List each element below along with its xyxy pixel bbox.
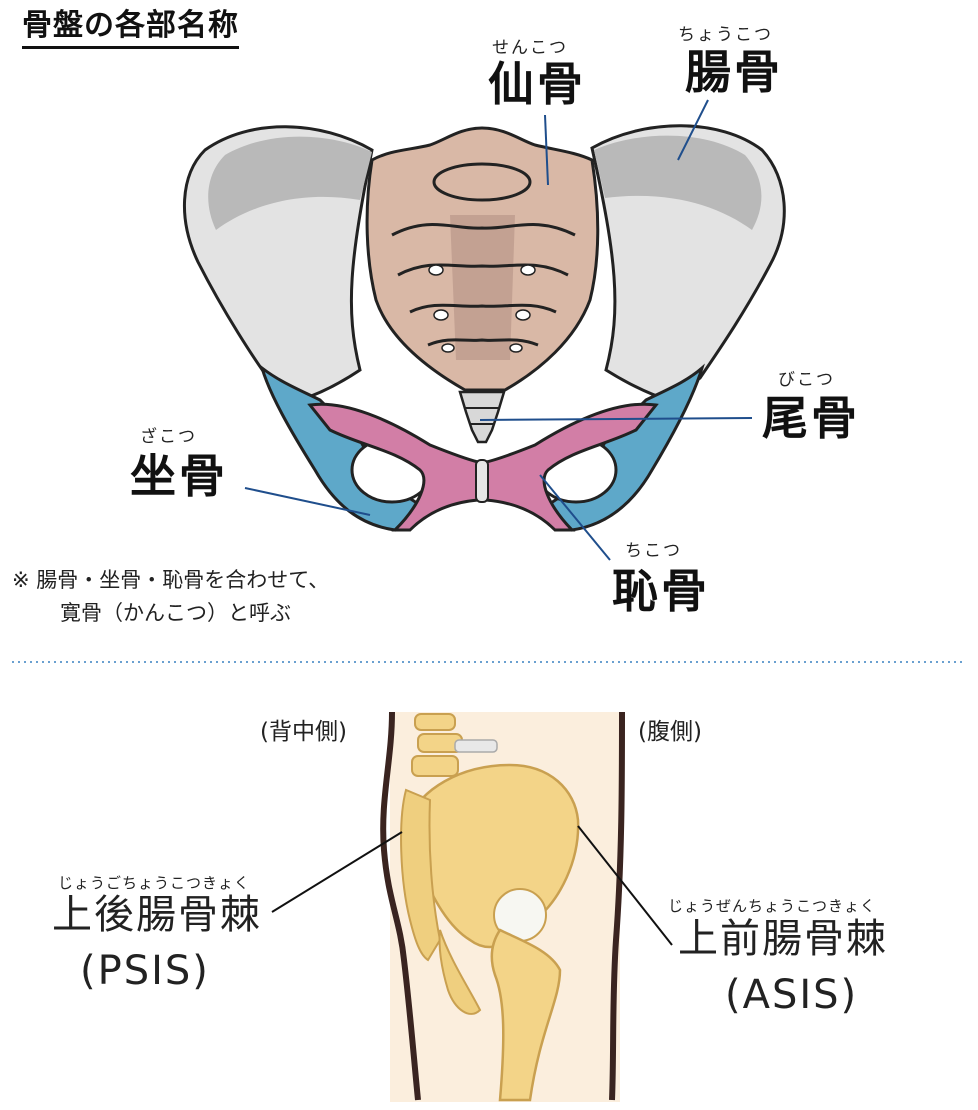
sacral-ridge-1 bbox=[391, 222, 576, 237]
psis-abbr: (PSIS) bbox=[80, 948, 210, 994]
sacrum-ruby: せんこつ bbox=[492, 38, 568, 58]
asis-leader bbox=[577, 825, 673, 946]
back-contour bbox=[380, 711, 421, 1101]
intervertebral-disc bbox=[454, 739, 498, 753]
psis-ruby: じょうごちょうこつきょく bbox=[58, 874, 251, 892]
asis-label: 上前腸骨棘 bbox=[678, 916, 888, 962]
sacral-promontory bbox=[432, 162, 532, 202]
psis-leader bbox=[271, 831, 403, 913]
left-pubis bbox=[307, 402, 480, 532]
coccyx-label: 尾骨 bbox=[762, 391, 860, 445]
ischium-label: 坐骨 bbox=[130, 449, 228, 503]
sacral-ridge-4 bbox=[427, 338, 539, 347]
femur bbox=[490, 928, 562, 1102]
lumbar-spine bbox=[411, 713, 463, 777]
foramen-2b bbox=[515, 309, 531, 321]
coccyx-leader bbox=[479, 417, 753, 421]
ischium-leader bbox=[244, 487, 371, 516]
foramen-1b bbox=[520, 264, 536, 276]
foramen-1a bbox=[428, 264, 444, 276]
note-line-2: 寛骨（かんこつ）と呼ぶ bbox=[60, 601, 291, 625]
right-ilium-shade bbox=[594, 135, 762, 230]
sacral-ridge-2 bbox=[397, 263, 569, 277]
sacrum-leader bbox=[544, 114, 549, 186]
coccyx-ruby: びこつ bbox=[778, 370, 835, 390]
note-line-1: ※ 腸骨・坐骨・恥骨を合わせて、 bbox=[12, 568, 330, 592]
right-pubis bbox=[484, 402, 659, 532]
front-side-label: (腹側) bbox=[638, 719, 702, 745]
asis-abbr: (ASIS) bbox=[725, 972, 859, 1018]
pubic-symphysis bbox=[475, 459, 489, 503]
coccyx bbox=[458, 390, 506, 444]
ilium-ruby: ちょうこつ bbox=[678, 25, 773, 45]
sacral-band bbox=[450, 215, 515, 360]
psis-label: 上後腸骨棘 bbox=[52, 892, 262, 938]
sacrum-label: 仙骨 bbox=[488, 57, 586, 111]
asis-ruby: じょうぜんちょうこつきょく bbox=[668, 897, 877, 915]
pubis-leader bbox=[539, 474, 611, 561]
ischium-side bbox=[438, 929, 482, 1015]
ilium-label: 腸骨 bbox=[685, 45, 783, 99]
page-title: 骨盤の各部名称 bbox=[22, 8, 239, 49]
front-contour bbox=[609, 711, 625, 1101]
back-side-label: (背中側) bbox=[260, 719, 347, 745]
pubis-label: 恥骨 bbox=[612, 564, 710, 618]
sacral-ridge-3 bbox=[409, 303, 557, 314]
foramen-3a bbox=[441, 343, 455, 353]
pubis-ruby: ちこつ bbox=[625, 541, 682, 561]
ischium-ruby: ざこつ bbox=[140, 427, 197, 447]
left-ilium-shade bbox=[208, 136, 372, 230]
ilium-leader bbox=[677, 99, 709, 161]
foramen-3b bbox=[509, 343, 523, 353]
foramen-2a bbox=[433, 309, 449, 321]
sacrum-side bbox=[400, 788, 442, 962]
